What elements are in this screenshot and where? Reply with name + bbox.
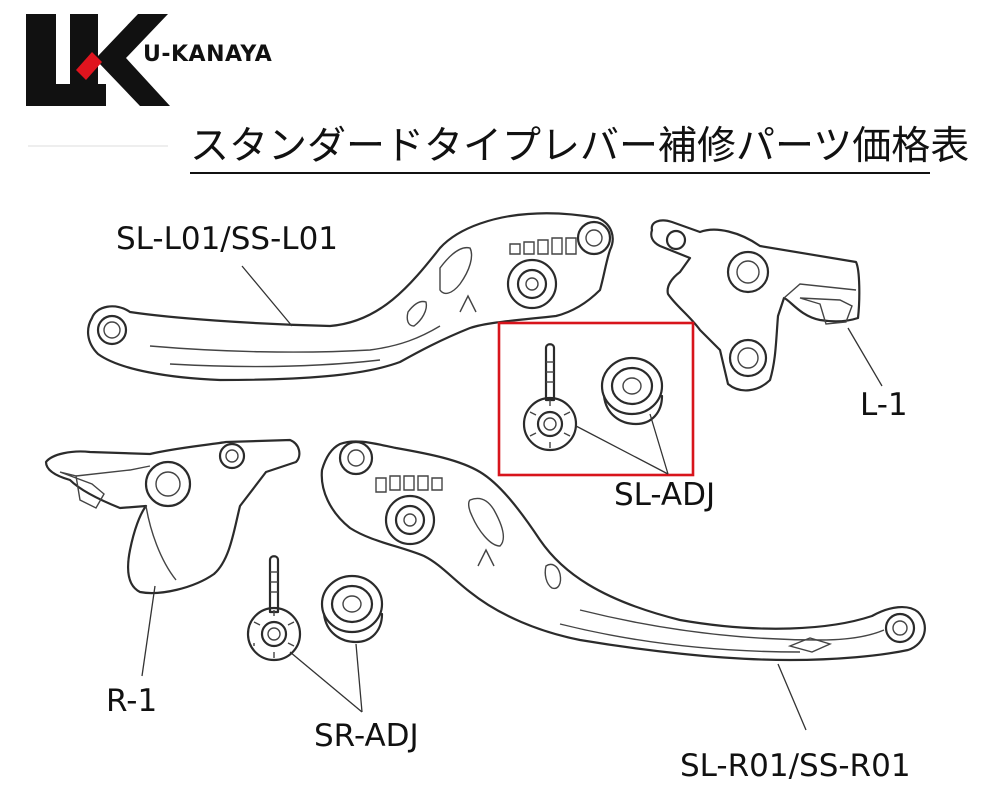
lever-sl-r01	[320, 440, 926, 662]
label-r1: R-1	[106, 683, 158, 719]
brand-name: U-KANAYA	[143, 42, 273, 67]
brand-logo-mark	[26, 14, 170, 106]
part-l1-bracket	[650, 219, 861, 392]
part-sl-adj	[497, 321, 695, 477]
part-sr-adj	[246, 555, 384, 713]
sl-adj-highlight-frame	[497, 321, 695, 477]
label-sr-adj: SR-ADJ	[314, 718, 419, 754]
leader-lines	[141, 265, 883, 731]
label-sl-r01: SL-R01/SS-R01	[680, 748, 911, 784]
part-r1-bracket	[44, 438, 301, 595]
label-sl-l01: SL-L01/SS-L01	[116, 221, 339, 257]
lever-sl-l01	[86, 212, 614, 382]
page-title: スタンダードタイプレバー補修パーツ価格表	[190, 123, 969, 174]
label-l1: L-1	[860, 387, 908, 423]
label-sl-adj: SL-ADJ	[614, 477, 716, 513]
